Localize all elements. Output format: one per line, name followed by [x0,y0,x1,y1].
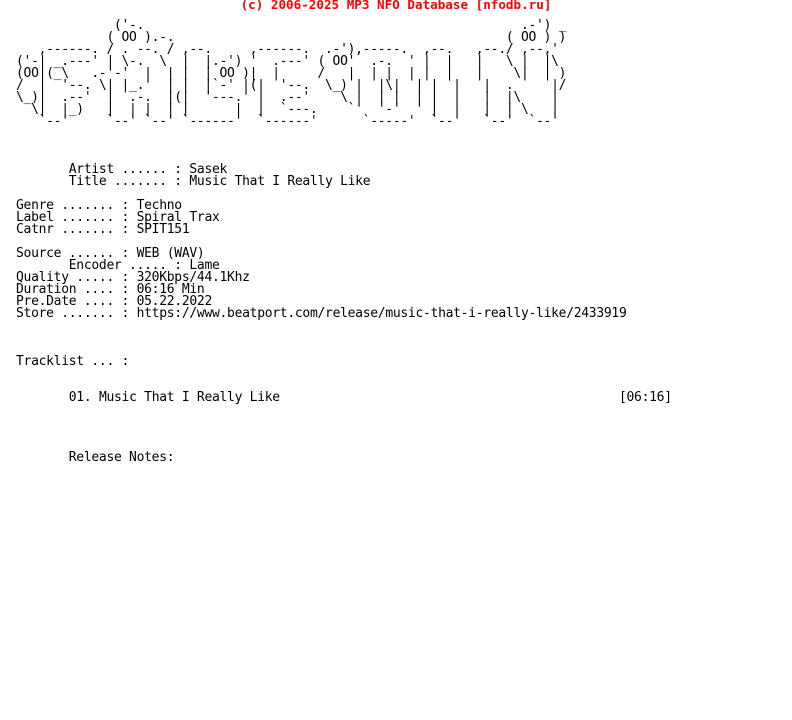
quality-label: Quality ..... : [16,270,130,285]
catnr-label: Catnr ....... : [16,222,130,237]
quality-value: 320Kbps/44.1Khz [136,270,250,285]
track-title: Music That I Really Like [98,390,280,405]
label-label: Label ....... : [16,210,130,225]
release-notes-heading: Release Notes: [68,450,175,465]
source-value: WEB (WAV) [136,246,205,261]
label-value: Spiral Trax [136,210,220,225]
artist-value: Sasek [189,162,228,177]
nfo-database-header: (c) 2006-2025 MP3 NFO Database [nfodb.ru… [240,0,552,12]
encoder-label: Encoder ..... : [68,258,182,273]
predate-value: 05.22.2022 [136,294,213,309]
source-label: Source ...... : [16,246,130,261]
encoder-value: Lame [189,258,220,273]
tracklist-heading: Tracklist ... : [16,354,130,369]
genre-label: Genre ....... : [16,198,130,213]
title-label: Title ....... : [68,174,182,189]
nfo-text: ('-. .-') _ ( OO ).-. ( OO ) ) ,------. … [16,18,672,465]
track-number: 01. [68,390,92,405]
duration-value: 06:16 Min [136,282,205,297]
artist-label: Artist ...... : [68,162,182,177]
catnr-value: SPIT151 [136,222,190,237]
store-label: Store ....... : [16,306,130,321]
duration-label: Duration .... : [16,282,130,297]
predate-label: Pre.Date .... : [16,294,130,309]
store-link: https://www.beatport.com/release/music-t… [136,306,627,321]
track-length: [06:16] [618,390,672,405]
genre-value: Techno [136,198,183,213]
ascii-logo: ('-. .-') _ ( OO ).-. ( OO ) ) ,------. … [16,18,567,129]
title-value: Music That I Really Like [189,174,371,189]
